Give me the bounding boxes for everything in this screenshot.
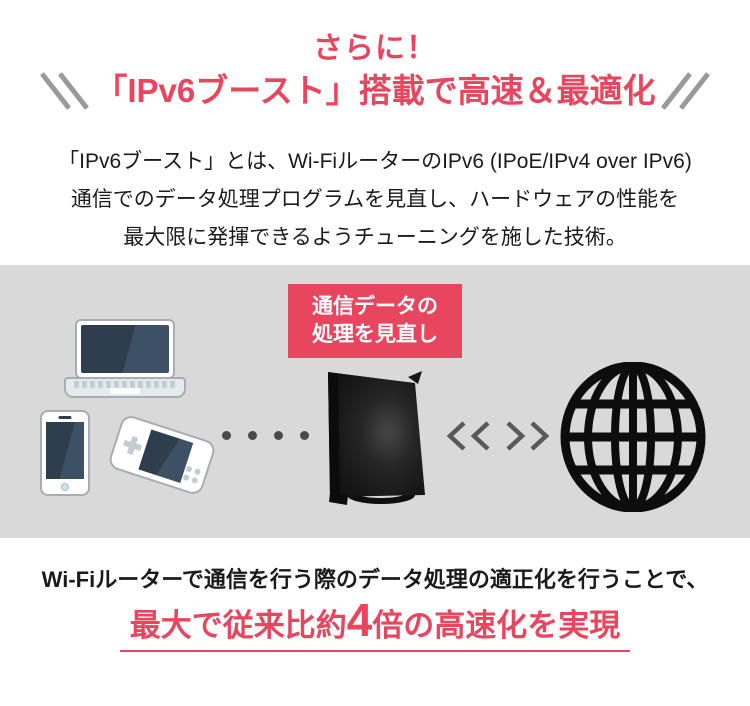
footer-text: Wi-Fiルーターで通信を行う際のデータ処理の適正化を行うことで、 (41, 567, 709, 592)
dot (300, 431, 309, 440)
console-buttons (182, 465, 201, 484)
internet-globe-icon (560, 362, 706, 512)
connection-dots (222, 431, 309, 440)
highlight-prefix: 最大で従来比約 (129, 608, 347, 643)
header-subtitle: さらに！ (313, 32, 437, 65)
left-slashes-decoration (40, 68, 90, 114)
description-line-3: 最大限に発揮できるようチューニングを施した技術。 (123, 226, 627, 249)
wireless-link-icon (446, 421, 550, 451)
laptop-screen (75, 319, 175, 379)
footer-highlight: 最大で従来比約4倍の高速化を実現 (0, 597, 750, 652)
process-label-line-1: 通信データの (312, 295, 438, 318)
highlight-suffix: 倍の高速化を実現 (372, 608, 621, 643)
dot (222, 431, 231, 440)
description-line-2: 通信でのデータ処理プログラムを見直し、ハードウェアの性能を (70, 188, 680, 211)
dot (248, 431, 257, 440)
footer-highlight-underlined: 最大で従来比約4倍の高速化を実現 (119, 594, 631, 652)
header-title-row: 「IPv6ブースト」搭載で高速＆最適化 (0, 68, 750, 114)
router-image (328, 371, 425, 505)
process-label-line-2: 処理を見直し (312, 323, 438, 346)
smartphone-screen (46, 422, 84, 479)
page-title: 「IPv6ブースト」搭載で高速＆最適化 (94, 72, 656, 109)
game-console-icon (106, 413, 218, 497)
diagram-band: 通信データの 処理を見直し (0, 265, 750, 538)
feature-description: 「IPv6ブースト」とは、Wi-FiルーターのIPv6 (IPoE/IPv4 o… (0, 143, 750, 257)
laptop-icon (64, 319, 186, 399)
highlight-number: 4 (346, 594, 373, 646)
dot (274, 431, 283, 440)
right-slashes-decoration (660, 68, 710, 114)
laptop-keyboard (64, 377, 186, 398)
smartphone-icon (40, 410, 90, 496)
console-dpad (121, 434, 144, 457)
process-label: 通信データの 処理を見直し (288, 284, 462, 358)
description-line-1: 「IPv6ブースト」とは、Wi-FiルーターのIPv6 (IPoE/IPv4 o… (58, 150, 692, 173)
